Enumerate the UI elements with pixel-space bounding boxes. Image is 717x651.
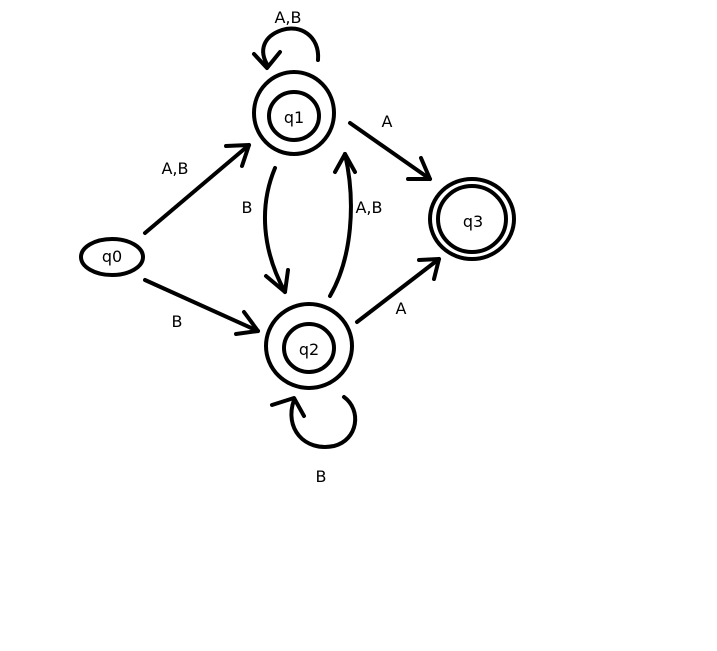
edge-q1-q2-arrowhead-icon xyxy=(264,268,290,294)
loop-q2-arrowhead-icon xyxy=(270,396,306,418)
loop-q1-label: A,B xyxy=(274,8,301,27)
edge-q1-q2-label: B xyxy=(242,198,253,217)
edge-q2-q1-label: A,B xyxy=(355,198,382,217)
state-q0-circle xyxy=(79,237,145,277)
edge-q2-q3-line xyxy=(355,257,441,324)
state-q1: q1 xyxy=(252,70,336,156)
transition-q1-q2: B xyxy=(242,166,290,294)
state-q0-label: q0 xyxy=(102,247,122,266)
edge-q1-q3-arrowhead-icon xyxy=(406,156,432,181)
edge-q2-q1-arrowhead-icon xyxy=(333,152,357,174)
edge-q0-q1-line xyxy=(143,143,251,235)
state-q1-label: q1 xyxy=(284,108,304,127)
state-q0: q0 xyxy=(79,237,145,277)
state-q3-outer-circle xyxy=(428,177,516,261)
edge-q0-q2-label: B xyxy=(172,312,183,331)
edge-q0-q1-label: A,B xyxy=(161,159,188,178)
transition-q2-q1: A,B xyxy=(328,152,383,298)
state-q1-outer-circle xyxy=(252,70,336,156)
state-q2-outer-circle xyxy=(264,302,354,390)
state-q2-label: q2 xyxy=(299,340,319,359)
edge-q2-q3-arrowhead-icon xyxy=(417,257,441,281)
loop-q1-arrowhead-icon xyxy=(252,50,282,70)
edge-q1-q3-label: A xyxy=(382,112,393,131)
loop-q1-line xyxy=(261,26,321,68)
state-q1-inner-circle xyxy=(267,90,321,142)
state-q3-inner-circle xyxy=(436,184,508,254)
state-q3: q3 xyxy=(428,177,516,261)
loop-q2-label: B xyxy=(316,467,327,486)
state-q2-inner-circle xyxy=(282,322,336,374)
edge-q2-q3-label: A xyxy=(396,299,407,318)
transition-q0-q1: A,B xyxy=(143,143,251,235)
transition-q0-q2: B xyxy=(143,278,260,336)
edge-q2-q1-line xyxy=(328,152,353,298)
state-q2: q2 xyxy=(264,302,354,390)
edge-q0-q1-arrowhead-icon xyxy=(224,143,251,168)
state-q3-label: q3 xyxy=(463,212,483,231)
edge-q1-q3-line xyxy=(348,121,432,181)
transition-q2-self-loop: B xyxy=(270,395,358,486)
loop-q2-line xyxy=(289,395,358,449)
transition-q1-q3: A xyxy=(348,112,432,181)
edge-q0-q2-line xyxy=(143,278,260,333)
edge-q0-q2-arrowhead-icon xyxy=(234,310,260,336)
transition-q1-self-loop: A,B xyxy=(252,8,321,70)
edge-q1-q2-line xyxy=(262,166,287,294)
transition-q2-q3: A xyxy=(355,257,441,324)
